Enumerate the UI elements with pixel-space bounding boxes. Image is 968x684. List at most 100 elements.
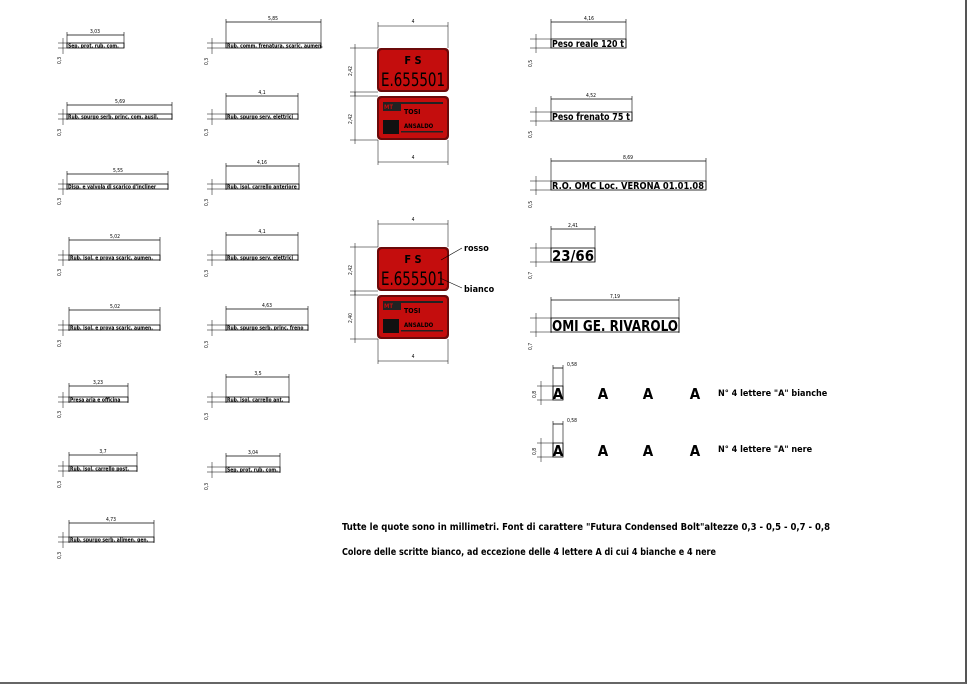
label-text: Presa aria e officina [70, 398, 120, 404]
small-label-l6: 3,23 Presa aria e officina 0,3 [57, 380, 129, 418]
label-text: Rub. isol. carrello anteriore [227, 185, 297, 191]
small-label-l11: 4,16 Rub. isol. carrello anteriore 0,3 [204, 160, 300, 206]
height-dim: 0,3 [204, 129, 210, 136]
height-dim: 0,3 [57, 57, 63, 64]
width-dim: 4,63 [262, 303, 272, 309]
plate-number: E.655501 [381, 268, 445, 290]
height-dim: 0,3 [204, 413, 210, 420]
width-dim: 8,69 [623, 155, 633, 161]
width-dim: 3,04 [248, 450, 258, 456]
small-label-l15: 3,04 Sep. prot. rub. com. 0,3 [204, 450, 281, 490]
height-dim: 0,3 [57, 411, 63, 418]
plate-brand-left: MT [384, 303, 393, 310]
width-dim: 4,1 [258, 229, 265, 235]
label-text: Rub. isol. carrello post. [70, 467, 129, 473]
width-dim: 4,73 [106, 517, 116, 523]
letter-a-2: A [598, 442, 609, 460]
label-text: Peso reale 120 t [552, 39, 625, 50]
small-label-l4: 5,02 Rub. isol. e prova scaric. aumen. 0… [57, 234, 161, 276]
width-dim-bottom: 4 [412, 354, 415, 360]
width-dim: 3,23 [93, 380, 103, 386]
height-dim: 0,3 [57, 198, 63, 205]
height-dim: 0,3 [57, 340, 63, 347]
height-dim: 0,3 [204, 270, 210, 277]
label-text: Rub. isol. carrello ant. [227, 398, 284, 404]
height-dim: 0,3 [204, 483, 210, 490]
letters-caption: N° 4 lettere "A" nere [718, 445, 813, 455]
plate-1: 4 F S E.655501 MT TOSI ANSALDO 2,42 2,42… [348, 19, 449, 165]
upper-height-dim: 2,42 [348, 265, 354, 275]
large-label-L5: 7,19 OMI GE. RIVAROLO 0,7 [528, 294, 680, 350]
height-dim: 0,3 [57, 552, 63, 559]
lower-height-dim: 2,42 [348, 114, 354, 124]
label-text: Sep. prot. rub. com. [227, 468, 278, 474]
large-label-L1: 4,16 Peso reale 120 t 0,5 [528, 16, 627, 67]
height-dim: 0,3 [57, 481, 63, 488]
height-dim: 0,8 [532, 391, 538, 398]
height-dim: 0,5 [528, 131, 534, 138]
width-dim: 4,16 [257, 160, 267, 166]
label-text: Peso frenato 75 t [552, 112, 631, 123]
label-text: R.O. OMC Loc. VERONA 01.01.08 [552, 181, 704, 192]
width-dim: 3,03 [90, 29, 100, 35]
note-1: Tutte le quote sono in millimetri. Font … [342, 522, 830, 533]
letters-white-row: 0,58 A A A A N° 4 lettere "A" bianche 0,… [532, 362, 828, 405]
width-dim: 0,58 [567, 362, 577, 368]
width-dim: 4,1 [258, 90, 265, 96]
width-dim: 5,69 [115, 99, 125, 105]
height-dim: 0,3 [204, 58, 210, 65]
width-dim: 5,85 [268, 16, 278, 22]
small-label-l3: 5,55 Disp. e valvola di scarico d'inclin… [57, 168, 169, 205]
large-label-L3: 8,69 R.O. OMC Loc. VERONA 01.01.08 0,5 [528, 155, 707, 208]
label-text: OMI GE. RIVAROLO [552, 317, 678, 335]
small-label-l8: 4,73 Rub. spurgo serb. alimen. gen. 0,3 [57, 517, 155, 559]
small-label-l12: 4,1 Rub. spurgo serv. elettrici 0,3 [204, 229, 299, 277]
width-dim: 4,16 [584, 16, 594, 22]
large-label-L4: 2,41 23/66 0,7 [528, 223, 596, 279]
label-text: 23/66 [552, 247, 594, 265]
plate-fs-text: F S [404, 54, 421, 67]
plate-brand-bottom: ANSALDO [404, 322, 434, 329]
callout-white: bianco [464, 285, 495, 295]
plate-brand-left: MT [384, 104, 393, 111]
width-dim-bottom: 4 [412, 155, 415, 161]
letter-a-2: A [598, 385, 609, 403]
letter-a-3: A [643, 442, 654, 460]
width-dim: 0,58 [567, 418, 577, 424]
width-dim: 5,55 [113, 168, 123, 174]
small-label-l9: 5,85 Rub. comm. frenatura. scaric. aumen… [204, 16, 323, 65]
letter-a-1: A [553, 442, 564, 460]
plate-brand-top: TOSI [404, 307, 421, 315]
small-label-l2: 5,69 Rub. spurgo serb. princ. com. ausil… [57, 99, 173, 136]
letters-black-row: 0,58 A A A A N° 4 lettere "A" nere 0,8 [532, 418, 813, 462]
letters-caption: N° 4 lettere "A" bianche [718, 389, 828, 399]
label-text: Rub. spurgo serv. elettrici [227, 115, 293, 121]
height-dim: 0,3 [204, 341, 210, 348]
label-text: Rub. isol. e prova scaric. aumen. [70, 256, 153, 262]
width-dim: 4 [412, 19, 415, 25]
height-dim: 0,8 [532, 448, 538, 455]
plate-fs-text: F S [404, 253, 421, 266]
small-label-l10: 4,1 Rub. spurgo serv. elettrici 0,3 [204, 90, 299, 136]
letter-a-4: A [690, 385, 701, 403]
width-dim: 5,02 [110, 304, 120, 310]
height-dim: 0,5 [528, 201, 534, 208]
plate-brand-top: TOSI [404, 108, 421, 116]
plate-2: 4 F S E.655501 MT TOSI ANSALDO 2,42 2,40… [348, 217, 495, 364]
letter-a-3: A [643, 385, 654, 403]
label-text: Rub. spurgo serb. princ. com. ausil. [68, 115, 159, 121]
small-label-l14: 3,5 Rub. isol. carrello ant. 0,3 [204, 371, 290, 420]
width-dim: 4,52 [586, 93, 596, 99]
small-label-l13: 4,63 Rub. spurgo serb. princ. freno 0,3 [204, 303, 309, 348]
height-dim: 0,7 [528, 272, 534, 279]
small-label-l5: 5,02 Rub. isol. e prova scaric. aumen. 0… [57, 304, 161, 347]
small-label-l1: 3,03 Sep. prot. rub. com. 0,3 [57, 29, 125, 64]
lower-height-dim: 2,40 [348, 313, 354, 323]
label-text: Rub. spurgo serb. alimen. gen. [70, 538, 149, 544]
height-dim: 0,7 [528, 343, 534, 350]
letter-a-1: A [553, 385, 564, 403]
label-text: Rub. spurgo serb. princ. freno [227, 326, 303, 332]
label-text: Disp. e valvola di scarico d'incliner [68, 185, 157, 191]
label-text: Rub. spurgo serv. elettrici [227, 256, 293, 262]
